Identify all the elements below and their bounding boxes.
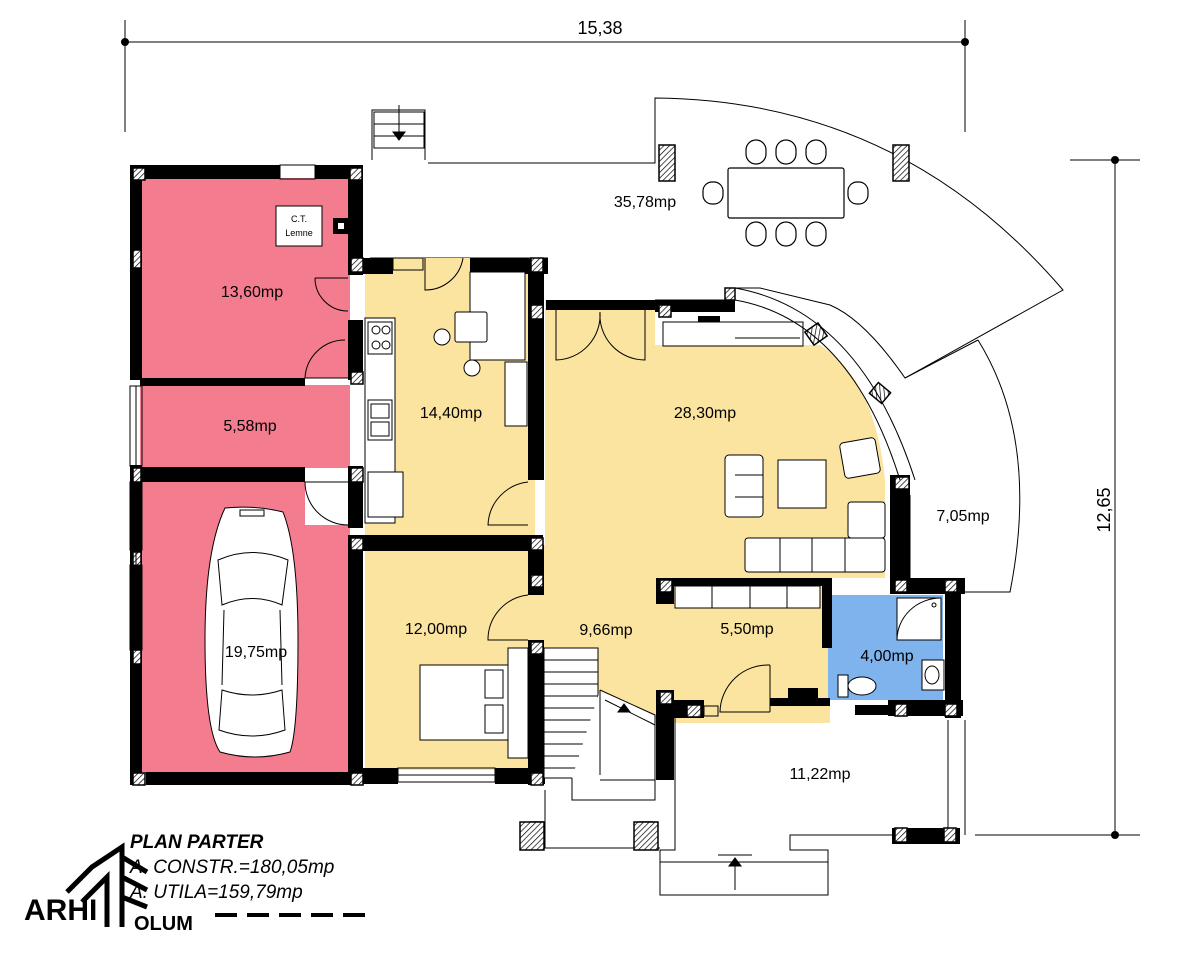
room-label-hallway: 9,66mp: [579, 622, 632, 639]
room-label-bathroom: 4,00mp: [860, 648, 913, 665]
hall-garage-fill: [140, 385, 350, 468]
logo-text-right: OLUM: [134, 913, 193, 935]
bathroom-fixtures: [837, 597, 945, 698]
boiler-box: C.T. Lemne: [275, 205, 323, 247]
built-area: A. CONSTR.=180,05mp: [130, 857, 335, 878]
terrace-right-outline: [909, 495, 965, 593]
dimension-width: 15,38: [121, 18, 969, 132]
title-block: PLAN PARTER A. CONSTR.=180,05mp A. UTILA…: [130, 830, 490, 905]
room-label-garage: 19,75mp: [225, 644, 287, 661]
bay-window-line: [734, 287, 916, 481]
stairs: [543, 647, 656, 801]
plan-title: PLAN PARTER: [130, 832, 264, 853]
boiler-label-lemne: Lemne: [285, 228, 313, 238]
room-label-hall-garage: 5,58mp: [223, 418, 276, 435]
windows: [129, 164, 719, 783]
room-label-closet: 5,50mp: [720, 621, 773, 638]
usable-area: A. UTILA=159,79mp: [130, 882, 303, 903]
room-label-kitchen: 14,40mp: [420, 405, 482, 422]
dining-table-icon: [702, 139, 869, 247]
porch-outline: [544, 718, 966, 896]
kitchen-counter: [364, 271, 528, 524]
width-dimension-label: 15,38: [577, 18, 622, 38]
room-label-boiler: 13,60mp: [221, 284, 283, 301]
doors: [304, 257, 771, 713]
height-dimension-label: 12,65: [1094, 487, 1114, 532]
terrace-pillar: [658, 144, 676, 182]
logo-text-left: ARHI: [24, 894, 97, 927]
room-label-porch: 11,22mp: [789, 766, 850, 783]
room-label-bedroom: 12,00mp: [405, 621, 467, 638]
building-logo-icon: ARHI OLUM: [24, 842, 193, 935]
living-furniture: [662, 321, 886, 573]
car-icon: [204, 506, 299, 758]
title-dash-line: [215, 913, 365, 917]
bed-icon: [419, 647, 529, 759]
dimension-height: 12,65: [975, 156, 1140, 839]
room-label-terrace-top: 35,78mp: [614, 194, 676, 211]
terrace-pillar: [892, 144, 910, 182]
garage-door-swing: [305, 480, 350, 525]
room-label-living: 28,30mp: [674, 405, 736, 422]
boiler-label-ct: C.T.: [291, 214, 307, 224]
room-label-terrace-right: 7,05mp: [936, 508, 989, 525]
top-entry-steps: [373, 105, 425, 149]
closet-shelves: [674, 585, 821, 609]
